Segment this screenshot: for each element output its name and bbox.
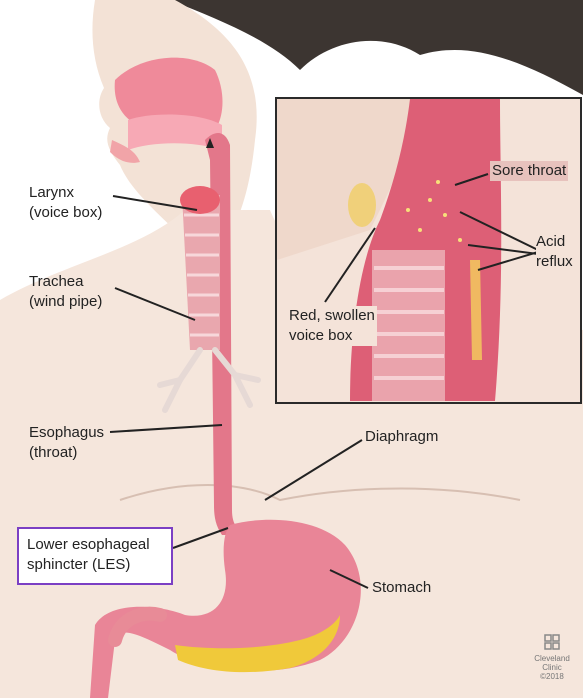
label-les: Lower esophageal sphincter (LES) bbox=[27, 535, 150, 575]
label-diaphragm: Diaphragm bbox=[365, 427, 438, 447]
label-esophagus: Esophagus (throat) bbox=[29, 423, 104, 463]
label-trachea: Trachea (wind pipe) bbox=[29, 272, 102, 312]
cleveland-clinic-logo-icon bbox=[544, 634, 560, 650]
label-stomach: Stomach bbox=[372, 578, 431, 598]
label-sore-throat: Sore throat bbox=[490, 161, 568, 181]
inset-epiglottis bbox=[348, 183, 376, 227]
inset-acid-streak bbox=[470, 260, 482, 360]
logo-text: Cleveland Clinic ©2018 bbox=[527, 654, 577, 681]
label-red-swollen: Red, swollen voice box bbox=[287, 306, 377, 346]
larynx bbox=[180, 186, 220, 214]
label-larynx: Larynx (voice box) bbox=[29, 183, 102, 223]
label-acid-reflux: Acid reflux bbox=[536, 232, 573, 272]
